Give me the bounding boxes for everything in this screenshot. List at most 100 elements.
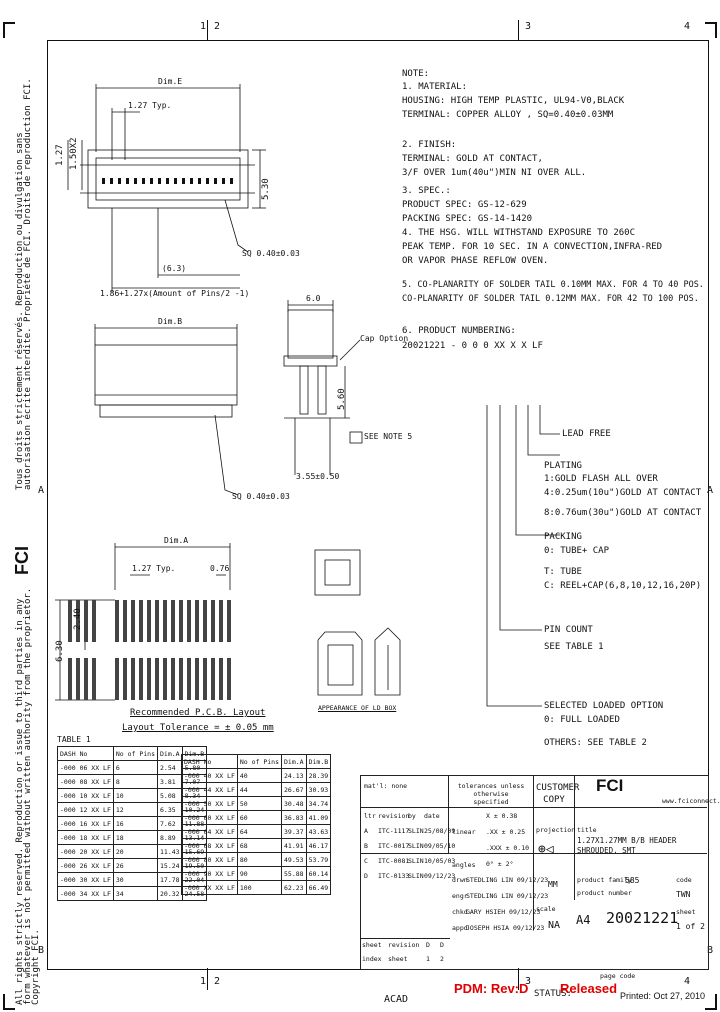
- table-cell: 10: [112, 788, 159, 803]
- notes-title: NOTE:: [402, 69, 430, 79]
- table1-header: Dim.B: [305, 754, 332, 769]
- revision-cell: 09/05/10: [424, 842, 456, 850]
- note-line: TERMINAL: GOLD AT CONTACT,: [402, 154, 543, 164]
- note-line: HOUSING: HIGH TEMP PLASTIC, UL94-V0,BLAC…: [402, 96, 625, 106]
- printed-date: Printed: Oct 27, 2010: [620, 991, 706, 1001]
- scale-label: scale: [536, 905, 556, 913]
- header-front-view: [94, 344, 238, 406]
- table-cell: 44: [236, 782, 283, 797]
- appd-value: JOSEPH HSIA 09/12/23: [466, 924, 545, 932]
- zone-tick: [518, 20, 519, 40]
- table-cell: 30.93: [305, 782, 332, 797]
- note-line: 5. CO-PLANARITY OF SOLDER TAIL 0.10MM MA…: [402, 280, 704, 290]
- num-lead-free: LEAD FREE: [562, 429, 611, 439]
- code-label: code: [676, 876, 692, 884]
- corner-mark: [705, 22, 717, 38]
- revision-cell: ITC-0133: [378, 872, 410, 880]
- note-line: 4. THE HSG. WILL WITHSTAND EXPOSURE TO 2…: [402, 228, 635, 238]
- table-cell: -000 XX XX LF: [181, 880, 238, 895]
- table-cell: -000 34 XX LF: [57, 886, 114, 901]
- zone-bottom-3: 3: [525, 976, 532, 987]
- table-cell: 20.32: [157, 886, 183, 901]
- table-cell: 30.48: [281, 796, 307, 811]
- dim-63-label: (6.3): [162, 264, 187, 273]
- table-cell: 50: [236, 796, 283, 811]
- table-cell: 3.81: [157, 774, 183, 789]
- drawing-title: 1.27X1.27MM B/B HEADER SHROUDED, SMT: [577, 836, 677, 855]
- index-row-2: 1: [426, 955, 430, 963]
- num-packing-c: C: REEL+CAP(6,8,10,12,16,20P): [544, 581, 702, 591]
- table1-header: DASH No: [181, 754, 238, 769]
- zone-side-b-left: B: [38, 945, 45, 956]
- table1-header: Dim.A: [281, 754, 307, 769]
- note-line: PACKING SPEC: GS-14-1420: [402, 214, 533, 224]
- table1-title: TABLE 1: [57, 735, 91, 744]
- note-line: 3/F OVER 1um(40u")MIN NI OVER ALL.: [402, 168, 587, 178]
- table-cell: 100: [236, 880, 283, 895]
- zone-tick: [518, 968, 519, 990]
- table-cell: 60: [236, 810, 283, 825]
- dim-b-label: Dim.B: [158, 317, 183, 326]
- revision-cell: 25/08/09: [424, 827, 456, 835]
- revision-cell: ITC-0017: [378, 842, 410, 850]
- projection-symbol-icon: ⊕◁: [538, 842, 554, 857]
- num-selected-option: SELECTED LOADED OPTION: [544, 701, 664, 711]
- height-560-label: 5.60: [337, 388, 347, 410]
- note-line: 1. MATERIAL:: [402, 82, 468, 92]
- page-code-label: page code: [600, 972, 636, 980]
- table-cell: 34: [112, 886, 159, 901]
- note-line: 2. FINISH:: [402, 140, 457, 150]
- note-line: PEAK TEMP. FOR 10 SEC. IN A CONVECTION,I…: [402, 242, 663, 252]
- divider: [360, 853, 707, 854]
- table-cell: -000 16 XX LF: [57, 816, 114, 831]
- pad-240-label: 2.40: [73, 608, 83, 630]
- num-plating-1: 1:GOLD FLASH ALL OVER: [544, 474, 658, 484]
- header-top-view: [87, 149, 249, 209]
- zone-top-1: 1: [200, 21, 207, 32]
- revision-cell: SLIN: [408, 857, 424, 865]
- family-value: 585: [625, 876, 640, 885]
- num-see-table1: SEE TABLE 1: [544, 642, 604, 652]
- table-cell: -000 06 XX LF: [57, 760, 114, 775]
- zone-side-b-right: B: [707, 945, 714, 956]
- pcb-layout-title: Recommended P.C.B. Layout: [130, 708, 266, 718]
- num-plating-8: 8:0.76um(30u")GOLD AT CONTACT: [544, 508, 702, 518]
- table-cell: -000 80 XX LF: [181, 852, 238, 867]
- sheet-row-1: revision: [388, 941, 420, 949]
- note-line: CO-PLANARITY OF SOLDER TAIL 0.12MM MAX. …: [402, 294, 699, 304]
- appd-label: appd: [452, 924, 468, 932]
- revision-cell: ITC-0081: [378, 857, 410, 865]
- table-cell: -000 30 XX LF: [57, 872, 114, 887]
- sq-label-front: SQ 0.40±0.03: [232, 492, 290, 501]
- index-row-1: sheet: [388, 955, 408, 963]
- pcb-630-label: 6.30: [55, 640, 65, 662]
- table-cell: 6.35: [157, 802, 183, 817]
- sheet-row-2: D: [426, 941, 430, 949]
- table1-header: No of Pins: [112, 746, 159, 761]
- table-cell: -000 12 XX LF: [57, 802, 114, 817]
- table-cell: 17.78: [157, 872, 183, 887]
- zone-bottom-1: 1: [200, 976, 207, 987]
- revision-cell: 10/05/03: [424, 857, 456, 865]
- tol-angles-label: angles: [452, 861, 476, 869]
- num-pin-count: PIN COUNT: [544, 625, 593, 635]
- corner-mark: [3, 22, 15, 38]
- header-pins: [102, 178, 233, 184]
- zone-tick: [207, 968, 208, 990]
- table-cell: 24.13: [281, 768, 307, 783]
- projection-label: projection: [536, 826, 576, 834]
- engr-value: STEDLING LIN 09/12/23: [466, 892, 549, 900]
- pad-076-label: 0.76: [210, 564, 230, 573]
- rev-ltr-header: ltr: [364, 812, 376, 820]
- corner-mark: [3, 994, 15, 1010]
- num-see-table2: OTHERS: SEE TABLE 2: [544, 738, 647, 748]
- revision-cell: SLIN: [408, 872, 424, 880]
- pitch-typ-pcb-label: 1.27 Typ.: [132, 564, 176, 573]
- dim-e-label: Dim.E: [158, 77, 183, 86]
- revision-cell: B: [364, 842, 368, 850]
- table-cell: -000 26 XX LF: [57, 858, 114, 873]
